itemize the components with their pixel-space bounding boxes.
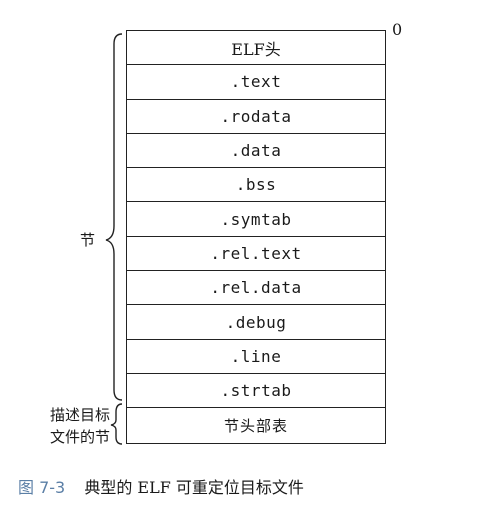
section-debug: .debug [127, 305, 385, 340]
section-header-table-block: 节头部表 [223, 416, 288, 435]
sht-group-label-line1: 描述目标 [49, 406, 110, 424]
figure-number: 图 7-3 [18, 478, 66, 497]
section-line: .line [127, 340, 385, 374]
section-rodata: .rodata [127, 100, 385, 134]
sht-brace [110, 403, 123, 445]
section-text: .text [127, 65, 385, 100]
section-symtab: .symtab [127, 202, 385, 237]
elf-file-stack: ELF头 .text .rodata .data .bss .symtab .r… [126, 30, 386, 444]
offset-zero-label: 0 [392, 20, 403, 39]
brace-group [105, 33, 123, 445]
elf-header-block: ELF头 [127, 31, 385, 66]
figure-caption: 图 7-3 典型的 ELF 可重定位目标文件 [18, 474, 304, 498]
section-data: .data [127, 134, 385, 169]
section-strtab: .strtab [127, 374, 385, 409]
sections-brace [105, 33, 123, 401]
section-rel-text: .rel.text [127, 237, 385, 272]
sht-group-label: 描述目标 文件的节 [20, 404, 110, 448]
sht-group-label-line2: 文件的节 [49, 428, 110, 446]
sections-group-label: 节 [80, 231, 96, 249]
figure-title: 典型的 ELF 可重定位目标文件 [84, 478, 304, 497]
section-bss: .bss [127, 168, 385, 203]
section-rel-data: .rel.data [127, 271, 385, 306]
